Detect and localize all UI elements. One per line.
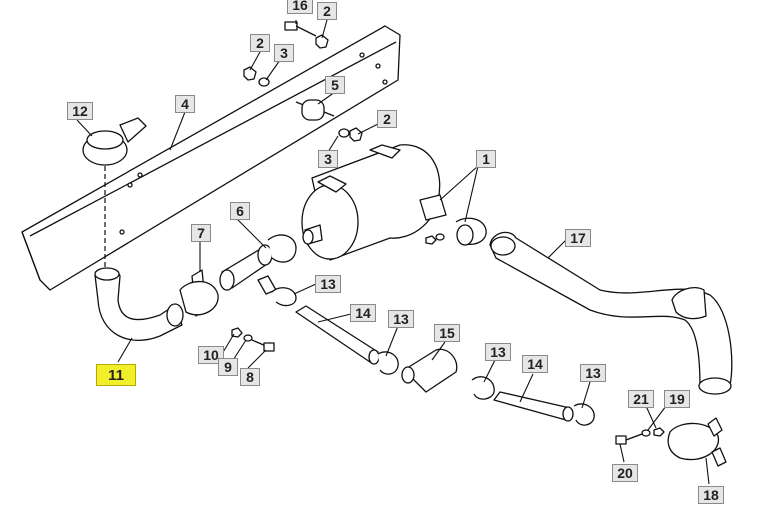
tailpipe bbox=[489, 231, 733, 395]
callout-3[interactable]: 3 bbox=[274, 44, 294, 62]
bolt-stack bbox=[231, 327, 275, 352]
callout-11-highlighted[interactable]: 11 bbox=[96, 364, 136, 386]
callout-7[interactable]: 7 bbox=[191, 224, 211, 242]
tail-clamp-hardware bbox=[615, 417, 727, 467]
callout-3[interactable]: 3 bbox=[318, 150, 338, 168]
rubber-mount bbox=[295, 99, 335, 121]
callout-9[interactable]: 9 bbox=[218, 358, 238, 376]
rain-cap bbox=[82, 117, 147, 166]
callout-17[interactable]: 17 bbox=[565, 229, 591, 247]
callout-13[interactable]: 13 bbox=[315, 275, 341, 293]
callout-13[interactable]: 13 bbox=[485, 343, 511, 361]
callout-14[interactable]: 14 bbox=[522, 355, 548, 373]
callout-2[interactable]: 2 bbox=[317, 2, 337, 20]
callout-8[interactable]: 8 bbox=[240, 368, 260, 386]
callout-15[interactable]: 15 bbox=[434, 324, 460, 342]
curved-pipe bbox=[94, 267, 184, 341]
callout-19[interactable]: 19 bbox=[664, 390, 690, 408]
callout-10[interactable]: 10 bbox=[198, 346, 224, 364]
leader-lines bbox=[76, 19, 710, 485]
muffler bbox=[301, 144, 447, 261]
callout-16[interactable]: 16 bbox=[287, 0, 313, 14]
outlet-elbow bbox=[219, 234, 297, 295]
callout-6[interactable]: 6 bbox=[230, 202, 250, 220]
callout-5[interactable]: 5 bbox=[325, 76, 345, 94]
callout-14[interactable]: 14 bbox=[350, 304, 376, 322]
callout-13[interactable]: 13 bbox=[580, 364, 606, 382]
callout-21[interactable]: 21 bbox=[628, 390, 654, 408]
callout-13[interactable]: 13 bbox=[388, 310, 414, 328]
callout-18[interactable]: 18 bbox=[698, 486, 724, 504]
callout-2[interactable]: 2 bbox=[250, 34, 270, 52]
callout-2[interactable]: 2 bbox=[377, 110, 397, 128]
callout-1[interactable]: 1 bbox=[476, 150, 496, 168]
callout-12[interactable]: 12 bbox=[67, 102, 93, 120]
mounting-rail bbox=[21, 25, 401, 291]
callout-20[interactable]: 20 bbox=[612, 464, 638, 482]
support-bracket bbox=[179, 269, 219, 317]
hose-assembly bbox=[271, 287, 595, 426]
hardware-fasteners bbox=[243, 21, 363, 142]
pipe-clamp bbox=[425, 217, 487, 246]
callout-4[interactable]: 4 bbox=[175, 95, 195, 113]
